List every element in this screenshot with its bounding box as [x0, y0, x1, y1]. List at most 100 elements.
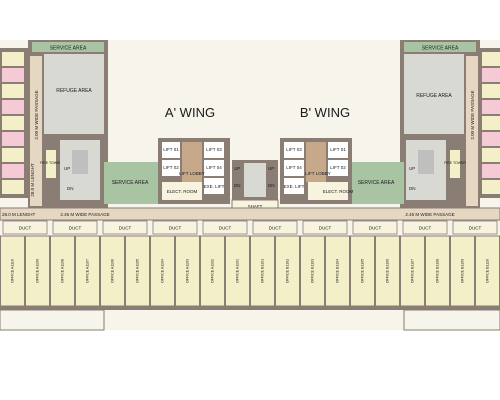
right-service-area-top [404, 42, 476, 52]
left-service-area [104, 162, 160, 204]
duct-label: DUCT [169, 226, 182, 231]
left-refuge-area-label: REFUGE AREA [56, 88, 92, 94]
office-unit [325, 235, 350, 307]
right-stair-well [418, 150, 434, 174]
left-stair-dn: DN [67, 186, 74, 191]
duct-label: DUCT [319, 226, 332, 231]
office-unit [0, 235, 25, 307]
duct-box [402, 220, 448, 235]
left-vertical-passage [30, 56, 42, 206]
office-label: OFFICE A1108 [61, 259, 65, 283]
duct-box [202, 220, 248, 235]
lift-lobby-b-label: LIFT LOBBY [305, 171, 330, 176]
office-row: OFFICE A1110 OFFICE A1109 OFFICE A1108 OFFI… [0, 235, 500, 307]
right-service-area-top-label: SERVICE AREA [422, 46, 459, 52]
office-unit [125, 235, 150, 307]
lift-core-b [280, 138, 352, 204]
office-unit [225, 235, 250, 307]
right-stair-up: UP [409, 166, 415, 171]
office-unit [275, 235, 300, 307]
duct-box [452, 220, 498, 235]
shaft-label: SHAFT [248, 204, 263, 209]
right-service-area [348, 162, 404, 204]
bottom-wall [0, 306, 500, 310]
duct-box [102, 220, 148, 235]
duct-label: DUCT [369, 226, 382, 231]
right-stair-dn: DN [409, 186, 416, 191]
office-label: OFFICE A1102 [211, 259, 215, 283]
left-service-area-label: SERVICE AREA [112, 180, 149, 186]
office-label: OFFICE B1104 [336, 259, 340, 283]
duct-box [352, 220, 398, 235]
duct-label: DUCT [269, 226, 282, 231]
right-refuge-area-label: REFUGE AREA [416, 93, 452, 99]
bottom-right-extension [403, 309, 500, 331]
left-stair-well [72, 150, 88, 174]
office-label: OFFICE B1101 [261, 259, 265, 283]
lift-b-1-label: LIFT 01 [330, 147, 346, 152]
lift-b-exe-label: EXE. LIFT [284, 184, 305, 189]
office-unit [75, 235, 100, 307]
office-unit [100, 235, 125, 307]
duct-label: DUCT [69, 226, 82, 231]
wing-b-title: B' WING [300, 105, 350, 120]
duct-box [52, 220, 98, 235]
office-label: OFFICE B1105 [361, 259, 365, 283]
left-fire-tower [46, 150, 56, 178]
left-fire-tower-label: FIRE TOWER [40, 161, 62, 165]
office-label: OFFICE B1110 [486, 259, 490, 283]
office-label: OFFICE A1110 [11, 259, 15, 283]
office-label: OFFICE A1104 [161, 259, 165, 283]
office-label: OFFICE A1109 [36, 259, 40, 283]
right-vertical-passage-label: 2.00 M WIDE PASSAGE [470, 90, 475, 139]
bottom-left-extension [0, 309, 105, 331]
right-service-area-label: SERVICE AREA [358, 180, 395, 186]
duct-label: DUCT [419, 226, 432, 231]
left-small-rooms [0, 48, 28, 198]
office-label: OFFICE A1105 [136, 259, 140, 283]
elect-room-a-label: ELECT. ROOM [167, 189, 198, 194]
passage-label-right: 2.45 M WIDE PASSAGE [405, 212, 454, 217]
duct-label: DUCT [469, 226, 482, 231]
right-fire-tower [450, 150, 460, 178]
office-label: OFFICE A1103 [186, 259, 190, 283]
office-label: OFFICE B1108 [436, 259, 440, 283]
right-refuge-area [404, 54, 464, 134]
lift-core-a [158, 138, 230, 204]
office-label: OFFICE A1101 [236, 259, 240, 283]
right-vertical-passage [466, 56, 478, 206]
lift-lobby-a-label: LIFT LOBBY [179, 171, 204, 176]
lift-a-3-label: LIFT 03 [206, 147, 222, 152]
office-label: OFFICE B1106 [386, 259, 390, 283]
central-stair-dn: DN [234, 183, 241, 188]
left-stair-up: UP [64, 166, 70, 171]
office-label: OFFICE B1103 [311, 259, 315, 283]
duct-box [252, 220, 298, 235]
duct-box [2, 220, 48, 235]
left-service-area-top [32, 42, 104, 52]
office-label: OFFICE B1102 [286, 259, 290, 283]
lift-a-exe-label: EXE. LIFT [204, 184, 225, 189]
left-vertical-passage-label: 2.00 M WIDE PASSAGE [34, 90, 39, 139]
lift-b-4-label: LIFT 04 [286, 165, 302, 170]
duct-box [152, 220, 198, 235]
passage-label-left: 2.45 M WIDE PASSAGE [60, 212, 109, 217]
duct-label: DUCT [19, 226, 32, 231]
left-refuge-area [44, 54, 104, 134]
office-label: OFFICE A1107 [86, 259, 90, 283]
central-stair-dn-2: DN [268, 183, 275, 188]
elect-room-b-label: ELECT. ROOM [323, 189, 354, 194]
office-label: OFFICE A1106 [111, 259, 115, 283]
central-stair-treads [244, 163, 266, 197]
central-stair-up: UP [234, 166, 240, 171]
wing-a-title: A' WING [165, 105, 215, 120]
duct-box [302, 220, 348, 235]
office-unit [300, 235, 325, 307]
left-service-area-top-label: SERVICE AREA [50, 46, 87, 52]
right-small-rooms [480, 48, 500, 198]
left-length-label-2: 28.0 M LENGHT [2, 212, 36, 217]
lift-a-2-label: LIFT 02 [163, 165, 179, 170]
duct-label: DUCT [119, 226, 132, 231]
